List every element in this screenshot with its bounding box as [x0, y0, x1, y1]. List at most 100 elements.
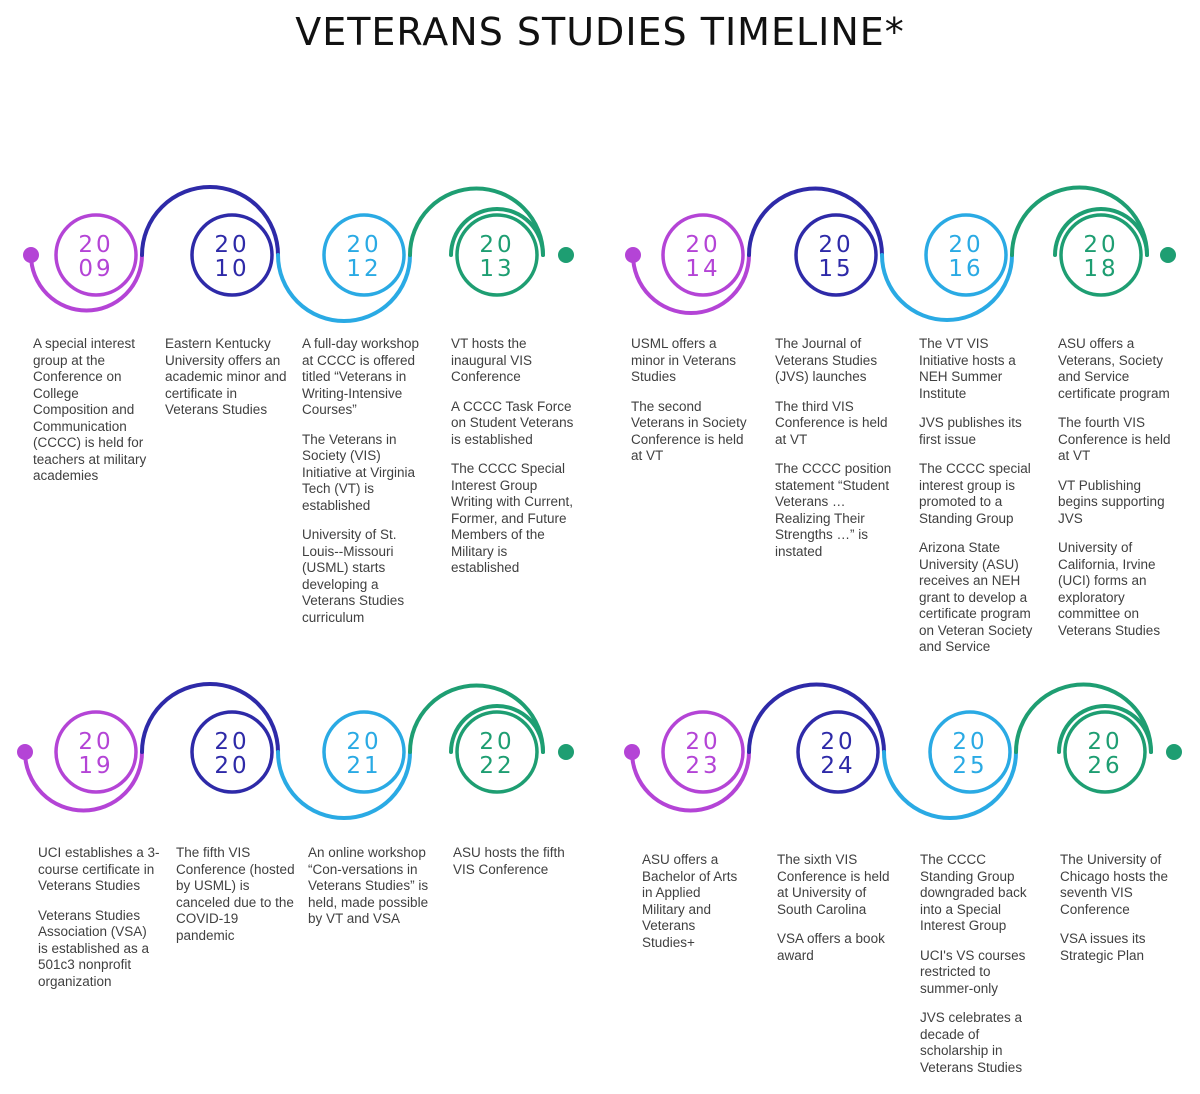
- year-decade-label: 21: [346, 753, 381, 779]
- year-century-label: 20: [818, 232, 853, 258]
- timeline-end-dot: [1166, 744, 1182, 760]
- milestone-events: The sixth VIS Conference is held at Univ…: [777, 852, 901, 977]
- year-ring: [322, 213, 406, 297]
- timeline-connector: [1057, 704, 1153, 754]
- year-decade-label: 18: [1083, 256, 1118, 282]
- timeline-connector: [630, 750, 751, 813]
- timeline-connector: [880, 253, 1014, 322]
- year-century-label: 20: [952, 729, 987, 755]
- year-decade-label: 20: [214, 753, 249, 779]
- year-ring: [661, 213, 745, 297]
- year-ring: [796, 710, 880, 794]
- milestone-events: ASU offers a Veterans, Society and Servi…: [1058, 336, 1178, 652]
- milestone-events: The University of Chicago hosts the seve…: [1060, 852, 1178, 977]
- year-century-label: 20: [948, 232, 983, 258]
- year-century-label: 20: [1083, 232, 1118, 258]
- event-text: The CCCC Standing Group downgraded back …: [920, 852, 1027, 933]
- event-text: VSA issues its Strategic Plan: [1060, 931, 1146, 963]
- timeline-connector: [140, 185, 280, 257]
- year-century-label: 20: [214, 232, 249, 258]
- event-text: The sixth VIS Conference is held at Univ…: [777, 852, 890, 917]
- timeline-connector: [23, 750, 144, 813]
- event-text: VSA offers a book award: [777, 931, 885, 963]
- year-ring: [1059, 213, 1143, 297]
- year-decade-label: 13: [479, 256, 514, 282]
- year-century-label: 20: [1087, 729, 1122, 755]
- year-century-label: 20: [78, 232, 113, 258]
- milestone-events: VT hosts the inaugural VIS Conference A C…: [451, 336, 577, 590]
- timeline-connector: [747, 682, 886, 754]
- event-text: A special interest group at the Conferen…: [33, 336, 147, 483]
- milestone-events: Eastern Kentucky University offers an ac…: [165, 336, 287, 432]
- timeline-connector: [449, 704, 545, 754]
- event-text: University of California, Irvine (UCI) f…: [1058, 540, 1161, 638]
- year-decade-label: 10: [214, 256, 249, 282]
- event-text: ASU offers a Veterans, Society and Servi…: [1058, 336, 1170, 401]
- milestone-events: The fifth VIS Conference (hosted by USML…: [176, 845, 296, 957]
- year-ring: [928, 710, 1012, 794]
- event-text: An online workshop “Con-versations in Ve…: [308, 845, 429, 926]
- timeline-connector: [276, 750, 412, 820]
- year-decade-label: 12: [346, 256, 381, 282]
- event-text: USML offers a minor in Veterans Studies: [631, 336, 737, 384]
- page-title: VETERANS STUDIES TIMELINE*: [295, 10, 905, 54]
- event-text: The University of Chicago hosts the seve…: [1060, 852, 1169, 917]
- year-ring: [190, 710, 274, 794]
- year-century-label: 20: [685, 729, 720, 755]
- event-text: The VT VIS Initiative hosts a NEH Summer…: [919, 336, 1016, 401]
- year-century-label: 20: [346, 729, 381, 755]
- year-ring: [54, 213, 138, 297]
- event-text: ASU offers a Bachelor of Arts in Applied…: [642, 852, 738, 950]
- event-text: A full-day workshop at CCCC is offered t…: [302, 336, 420, 417]
- event-text: The CCCC special interest group is promo…: [919, 461, 1031, 526]
- year-century-label: 20: [479, 729, 514, 755]
- year-century-label: 20: [820, 729, 855, 755]
- year-decade-label: 23: [685, 753, 720, 779]
- timeline-end-dot: [558, 247, 574, 263]
- year-decade-label: 24: [820, 753, 855, 779]
- year-ring: [190, 213, 274, 297]
- year-decade-label: 19: [78, 753, 113, 779]
- event-text: JVS celebrates a decade of scholarship i…: [920, 1010, 1023, 1075]
- year-century-label: 20: [78, 729, 113, 755]
- timeline-connector: [1014, 682, 1153, 754]
- milestone-events: The CCCC Standing Group downgraded back …: [920, 852, 1040, 1089]
- event-text: UCI establishes a 3-course certificate i…: [38, 845, 160, 893]
- event-text: The fourth VIS Conference is held at VT: [1058, 415, 1171, 463]
- event-text: UCI's VS courses restricted to summer-on…: [920, 947, 1026, 996]
- event-text: ASU hosts the fifth VIS Conference: [453, 845, 565, 877]
- timeline-connector: [408, 683, 545, 754]
- year-decade-label: 14: [685, 256, 720, 282]
- event-text: VT Publishing begins supporting JVS: [1058, 477, 1165, 526]
- milestone-events: The VT VIS Initiative hosts a NEH Summer…: [919, 336, 1041, 669]
- year-decade-label: 09: [78, 256, 113, 282]
- event-text: A CCCC Task Force on Student Veterans is…: [451, 398, 574, 447]
- event-text: Arizona State University (ASU) receives …: [919, 540, 1033, 654]
- year-ring: [1063, 710, 1147, 794]
- timeline-connector: [1010, 185, 1149, 257]
- year-ring: [794, 213, 878, 297]
- event-text: University of St. Louis--Missouri (USML)…: [302, 527, 405, 625]
- milestone-events: A full-day workshop at CCCC is offered t…: [302, 336, 426, 639]
- year-ring: [322, 710, 406, 794]
- event-text: The fifth VIS Conference (hosted by USML…: [176, 845, 295, 943]
- timeline-end-dot: [1160, 247, 1176, 263]
- milestone-events: ASU hosts the fifth VIS Conference: [453, 845, 577, 891]
- event-text: Veterans Studies Association (VSA) is es…: [38, 907, 150, 989]
- timeline-end-dot: [558, 744, 574, 760]
- timeline-connector: [449, 207, 545, 257]
- event-text: VT hosts the inaugural VIS Conference: [451, 336, 533, 384]
- milestone-events: UCI establishes a 3-course certificate i…: [38, 845, 160, 1003]
- event-text: The CCCC position statement “Student Vet…: [775, 461, 892, 559]
- timeline-connector: [1053, 207, 1149, 257]
- year-ring: [455, 213, 539, 297]
- year-decade-label: 15: [818, 256, 853, 282]
- event-text: JVS publishes its first issue: [919, 415, 1022, 447]
- milestone-events: ASU offers a Bachelor of Arts in Applied…: [642, 852, 746, 964]
- timeline-connector: [29, 253, 144, 313]
- year-century-label: 20: [479, 232, 514, 258]
- milestone-events: The Journal of Veterans Studies (JVS) la…: [775, 336, 899, 573]
- year-decade-label: 16: [948, 256, 983, 282]
